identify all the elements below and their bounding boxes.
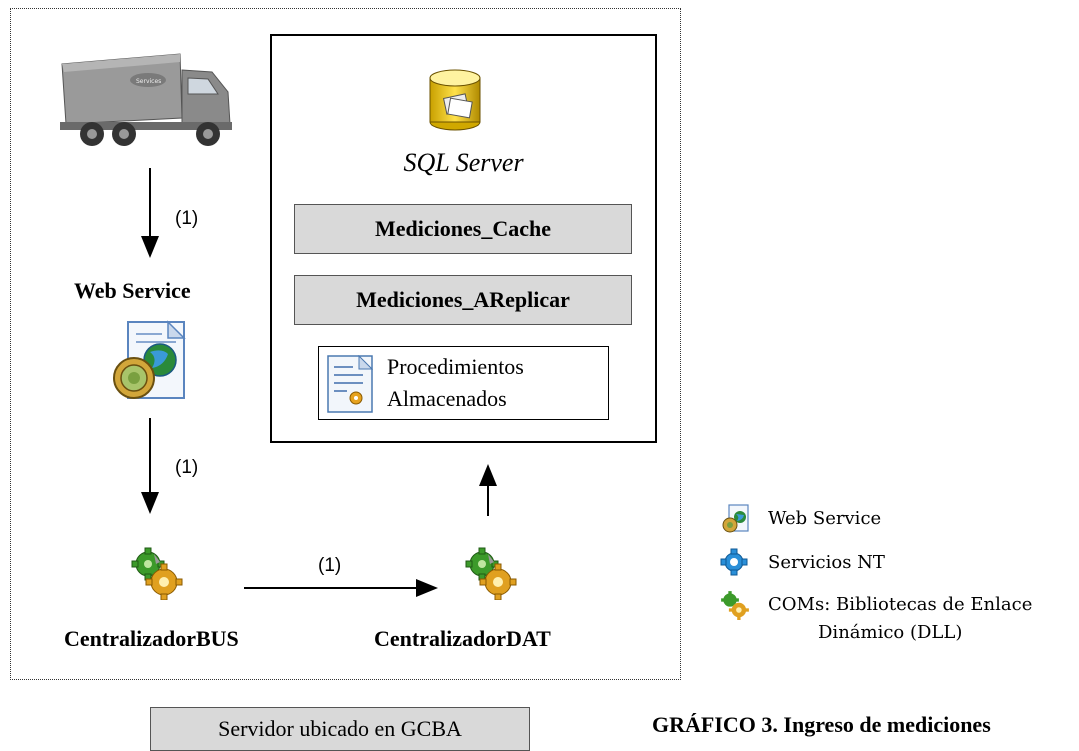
- table-mediciones-cache: Mediciones_Cache: [294, 204, 632, 254]
- stored-procedures-line2: Almacenados: [387, 386, 507, 411]
- legend-coms-line1: COMs: Bibliotecas de Enlace: [768, 594, 1033, 615]
- nt-service-icon: [720, 548, 748, 576]
- server-boundary: [10, 8, 681, 680]
- arrow-webservice-to-bus: [141, 418, 159, 514]
- caption-rest: . Ingreso de mediciones: [772, 712, 991, 737]
- legend-servicios-nt-label: Servicios NT: [768, 552, 885, 573]
- truck-icon: Services: [52, 42, 238, 154]
- com-gear-icon: [721, 591, 749, 620]
- sql-server-container: [270, 34, 657, 443]
- arrow-bus-to-dat: [244, 579, 438, 597]
- arrow-label-bus-dat: (1): [318, 555, 342, 576]
- web-service-icon: [722, 504, 749, 533]
- legend-web-service-label: Web Service: [768, 508, 882, 529]
- centralizador-bus-label: CentralizadorBUS: [64, 626, 239, 651]
- stored-procedures-line1: Procedimientos: [387, 354, 524, 379]
- caption-bold: GRÁFICO 3: [652, 712, 773, 737]
- sql-server-title: SQL Server: [403, 148, 524, 177]
- stored-procedures-box: Procedimientos Almacenados: [318, 346, 609, 420]
- arrow-truck-to-webservice: [141, 168, 159, 258]
- svg-text:Services: Services: [136, 78, 161, 85]
- document-icon: [327, 355, 373, 413]
- arrow-label-ws-bus: (1): [175, 457, 199, 478]
- arrow-dat-to-sql: [479, 464, 497, 516]
- legend: Web Service Servicios NT COMs: Bibliotec…: [716, 500, 1076, 660]
- table-mediciones-areplicar: Mediciones_AReplicar: [294, 275, 632, 325]
- figure-caption: GRÁFICO 3. Ingreso de mediciones: [652, 712, 991, 738]
- centralizador-dat-label: CentralizadorDAT: [374, 626, 551, 651]
- legend-coms-line2: Dinámico (DLL): [818, 622, 963, 643]
- server-location-label: Servidor ubicado en GCBA: [150, 707, 530, 751]
- web-service-icon: [113, 320, 186, 399]
- arrow-label-truck-ws: (1): [175, 208, 199, 229]
- com-gear-icon: [131, 547, 183, 600]
- com-gear-icon: [465, 547, 517, 600]
- database-icon: [429, 69, 481, 131]
- web-service-label: Web Service: [74, 278, 191, 303]
- stored-procedures-label: Procedimientos Almacenados: [387, 351, 524, 415]
